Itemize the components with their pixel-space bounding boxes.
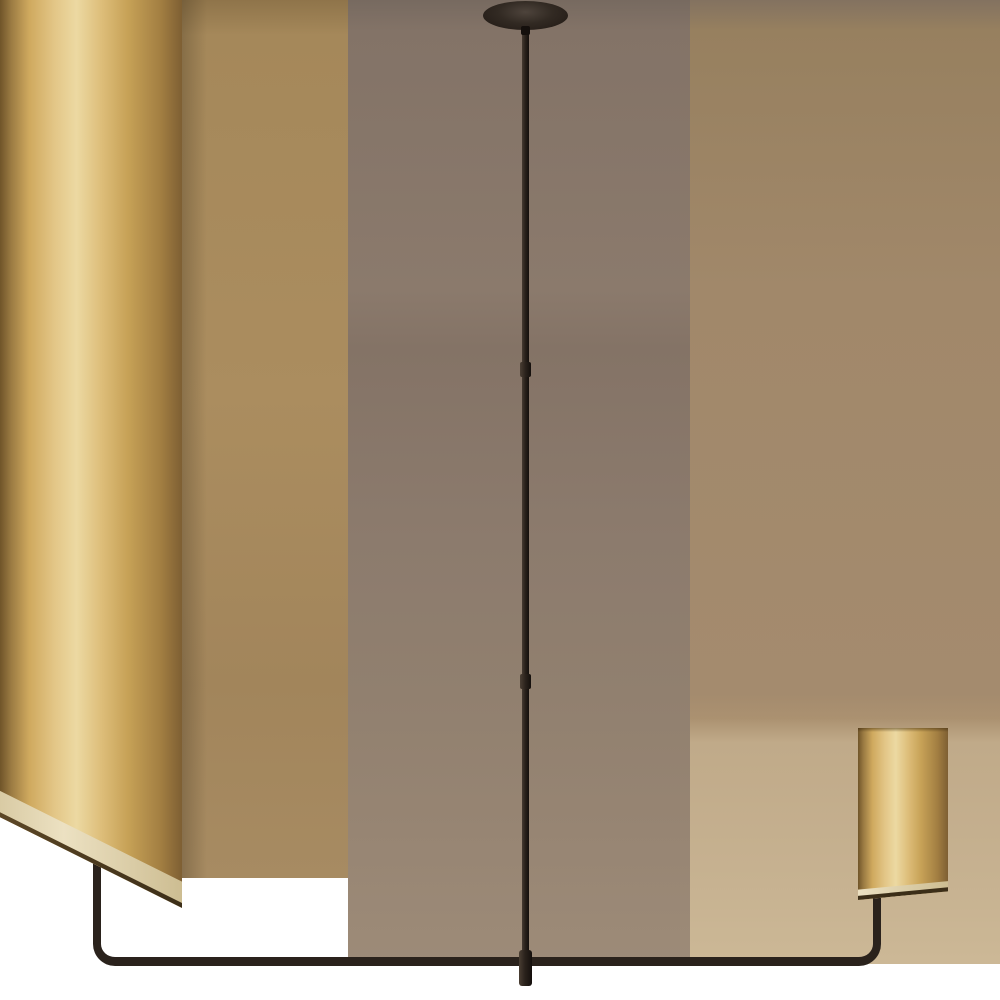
right-shade-top-rim [858,728,948,732]
left-shade-cylinder [0,0,182,908]
canopy-knuckle [521,26,530,35]
right-shade-cylinder [858,728,948,900]
backdrop-mid-panel [348,0,690,966]
center-stem-rod [522,18,529,966]
cross-bar [93,862,881,966]
left-shade-surface [0,0,182,908]
stem-collar-upper [520,362,531,377]
stem-collar-lower [520,674,531,689]
backdrop-tan-panel [180,0,348,878]
backdrop-right-panel [690,0,1000,964]
right-shade-surface [858,728,948,900]
stem-finial [519,950,532,986]
ceiling-canopy [483,1,568,30]
